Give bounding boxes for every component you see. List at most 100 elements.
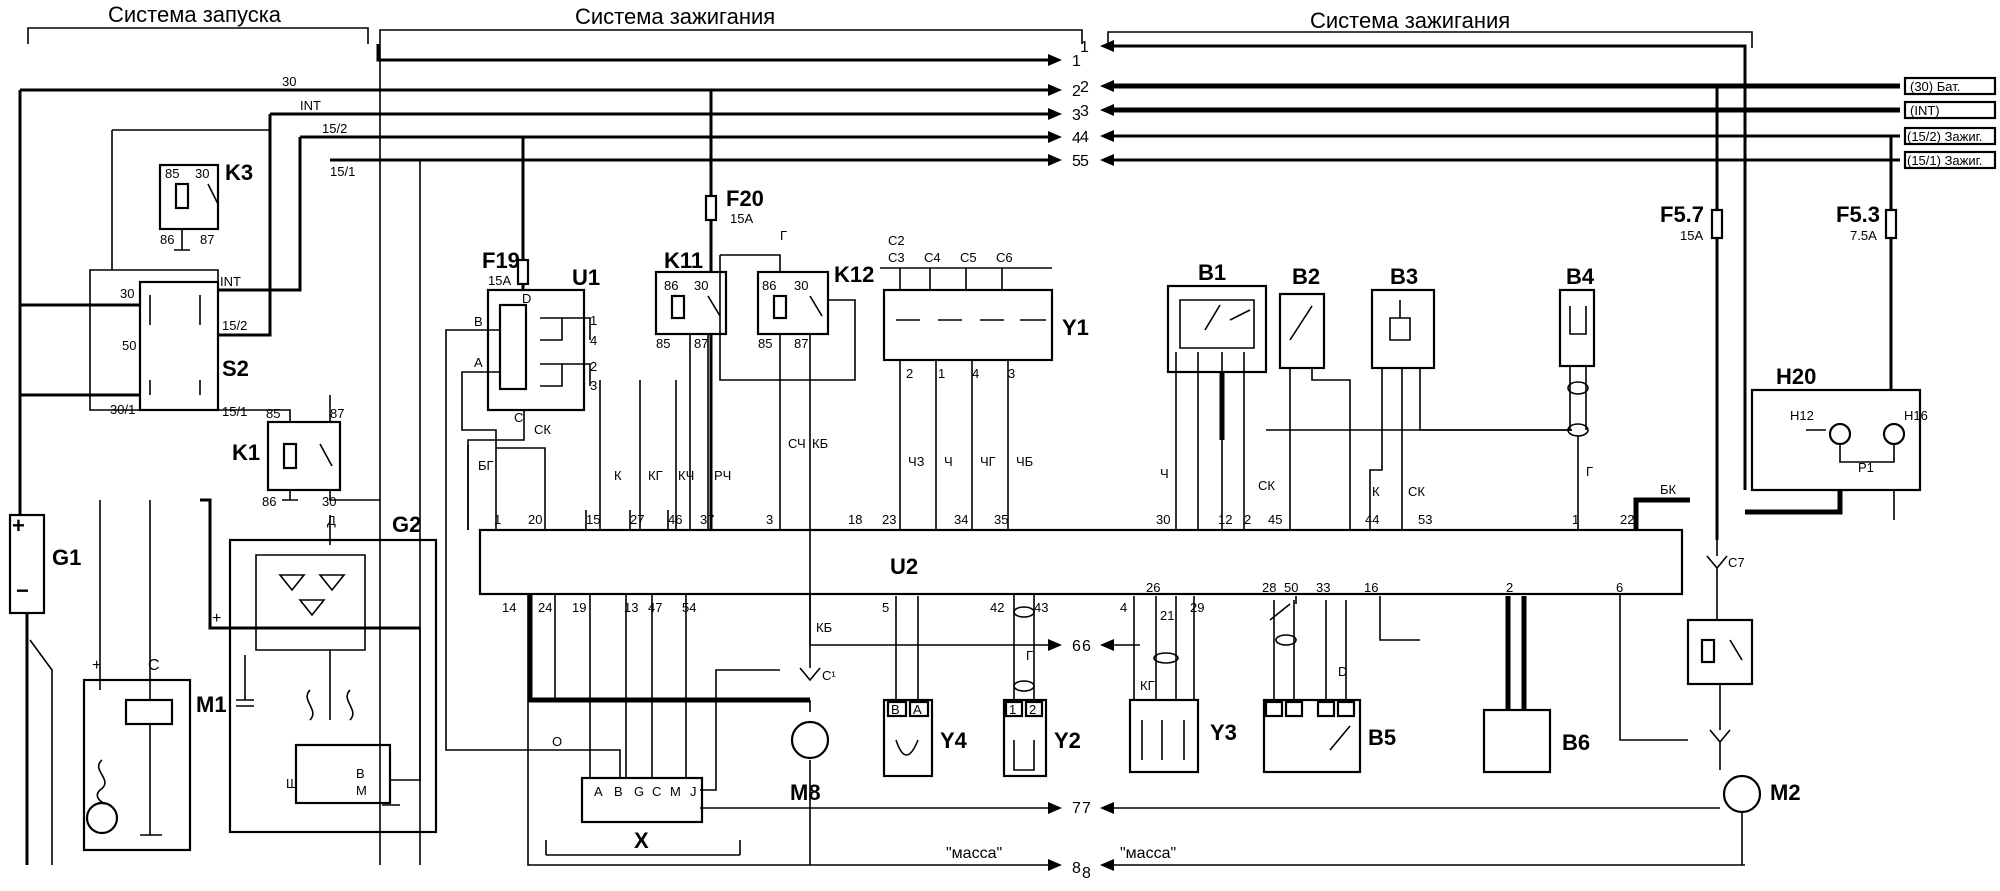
u2-pin-50: 50 (1284, 580, 1298, 595)
y1-p2: 2 (906, 366, 913, 381)
f19-rating: 15A (488, 273, 511, 288)
ground-label-left: "масса" (946, 845, 1002, 862)
u2-pin-4: 4 (1120, 600, 1127, 615)
label-k1: K1 (232, 440, 260, 465)
u2-pin-29: 29 (1190, 600, 1204, 615)
generator-g2: G2 Ш B M Д + (200, 498, 438, 834)
connector-numbers-right: 1 2 3 4 5 6 7 8 (1080, 39, 1091, 882)
u2-pin-35: 35 (994, 512, 1008, 527)
y1-p4: 4 (972, 366, 979, 381)
y1-c5: C5 (960, 250, 977, 265)
b4-wire-g: Г (1586, 464, 1593, 479)
fuse-f5-3: F5.3 7.5A (1836, 136, 1898, 390)
u2-pin-13: 13 (624, 600, 638, 615)
k11-pin-87: 87 (694, 336, 708, 351)
g2-m: M (356, 783, 367, 798)
y1-wire-chz: ЧЗ (908, 454, 925, 469)
s2-pin-30-1: 30/1 (110, 402, 135, 417)
label-h12: H12 (1790, 408, 1814, 423)
label-s2: S2 (222, 356, 249, 381)
ecu-lower-left: О БГ (379, 160, 1050, 866)
conn-left-5: 5 (1072, 153, 1081, 170)
k1-pin-85: 85 (266, 406, 280, 421)
x-pin-j: J (690, 784, 697, 799)
header-ignition-right: Система зажигания (1310, 8, 1510, 33)
conn-left-6: 6 (1072, 638, 1081, 655)
u2-pin-37: 37 (700, 512, 714, 527)
s2-pin-int: INT (220, 274, 241, 289)
u1-wire-ck: СК (534, 422, 551, 437)
label-g2: G2 (392, 512, 421, 537)
right-tags: (30) Бат. (INT) (15/2) Зажиг. (15/1) Заж… (1903, 76, 1997, 170)
u2-pin-27: 27 (630, 512, 644, 527)
tag-15-2: (15/2) Зажиг. (1907, 129, 1982, 144)
section-headers: Система запуска Система зажигания Систем… (27, 2, 1753, 48)
conn-right-3: 3 (1080, 103, 1089, 120)
u2-pin-53: 53 (1418, 512, 1432, 527)
label-b2: B2 (1292, 264, 1320, 289)
k1-pin-30: 30 (322, 494, 336, 509)
x-pin-a: A (594, 784, 603, 799)
label-b5: B5 (1368, 725, 1396, 750)
label-g1: G1 (52, 545, 81, 570)
k12-pin-86: 86 (762, 278, 776, 293)
g2-d: Д (327, 513, 336, 528)
y1-c2: C2 (888, 233, 905, 248)
u2-pin-22: 22 (1620, 512, 1634, 527)
bus-lines-right (1100, 40, 1900, 490)
label-u1: U1 (572, 265, 600, 290)
u2-pin-42: 42 (990, 600, 1004, 615)
k3-pin-85: 85 (165, 166, 179, 181)
sensor-y2: Y2 1 2 Г (1002, 594, 1081, 778)
conn-left-3: 3 (1072, 107, 1081, 124)
u2-pin-15: 15 (586, 512, 600, 527)
k3-pin-86: 86 (160, 232, 174, 247)
label-f19: F19 (482, 248, 520, 273)
tag-30-bat: (30) Бат. (1910, 79, 1960, 94)
battery-g1: + − G1 (8, 90, 81, 865)
x-pin-b: B (614, 784, 623, 799)
f5-7-rating: 15A (1680, 228, 1703, 243)
label-y2: Y2 (1054, 728, 1081, 753)
u2-wire-kch: КЧ (678, 468, 694, 483)
b3-wire-bk: СК (1408, 484, 1425, 499)
wire-label-15-1: 15/1 (330, 164, 355, 179)
m1-plus: + (92, 657, 101, 674)
u2-pin-33: 33 (1316, 580, 1330, 595)
wire-label-30: 30 (282, 74, 296, 89)
u2-pin-2r: 2 (1506, 580, 1513, 595)
u2-wire-rch: РЧ (714, 468, 731, 483)
connector-numbers-left: 1 2 3 4 5 6 7 8 (1072, 53, 1081, 877)
label-f20: F20 (726, 186, 764, 211)
u2-pin-2: 2 (1244, 512, 1251, 527)
u1-p3: 3 (590, 378, 597, 393)
wire-o: О (552, 734, 562, 749)
u2-pin-5: 5 (882, 600, 889, 615)
k11-pin-86: 86 (664, 278, 678, 293)
label-b3: B3 (1390, 264, 1418, 289)
m1-c: C (148, 657, 160, 674)
conn-right-1: 1 (1080, 39, 1089, 56)
label-f5-3: F5.3 (1836, 202, 1880, 227)
label-f5-7: F5.7 (1660, 202, 1704, 227)
relay-k1: 85 87 86 30 K1 (218, 44, 381, 509)
ecu-u2: U2 1 20 15 27 46 37 3 18 23 34 35 К КГ К… (478, 380, 1684, 623)
u2-wire-k: К (614, 468, 622, 483)
k11-pin-30: 30 (694, 278, 708, 293)
sensor-b2: B2 СК (1258, 264, 1351, 530)
tag-int: (INT) (1910, 103, 1940, 118)
switch-s2: 30 50 30/1 INT 15/2 15/1 S2 (20, 114, 302, 419)
k12-wire-g: Г (780, 228, 787, 243)
b1-wire-ch: Ч (1160, 466, 1169, 481)
conn-left-4: 4 (1072, 130, 1081, 147)
bracket-ignition-left (379, 29, 1083, 44)
wire-label-15-2: 15/2 (322, 121, 347, 136)
u2-pin-3: 3 (766, 512, 773, 527)
u1-p1: 1 (590, 313, 597, 328)
u2-pin-54: 54 (682, 600, 696, 615)
right-wires: БК (1112, 429, 1690, 646)
s2-pin-50: 50 (122, 338, 136, 353)
label-m2: M2 (1770, 780, 1801, 805)
u2-pin-43: 43 (1034, 600, 1048, 615)
y2-p1: 1 (1009, 702, 1016, 717)
